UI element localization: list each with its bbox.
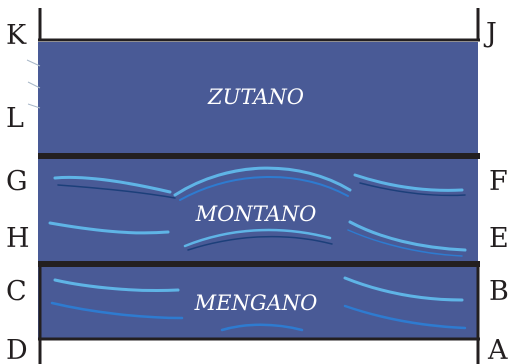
streak xyxy=(347,229,463,257)
corner-label-l: L xyxy=(6,103,24,134)
corner-label-k: K xyxy=(6,20,27,51)
zutano-label: ZUTANO xyxy=(207,85,304,109)
streak xyxy=(187,235,333,251)
montano-band xyxy=(38,156,478,264)
faint-mark xyxy=(27,103,41,109)
streak xyxy=(343,304,467,330)
corner-label-a: A xyxy=(487,335,508,364)
montano-label: MONTANO xyxy=(195,202,317,226)
streak xyxy=(53,278,180,293)
corner-label-f: F xyxy=(489,166,508,197)
streak xyxy=(179,176,349,201)
montano-streaks xyxy=(48,166,467,257)
mengano-streaks xyxy=(50,276,467,332)
corner-label-j: J xyxy=(483,18,497,49)
streak xyxy=(359,182,466,197)
corner-label-c: C xyxy=(6,276,27,307)
streak xyxy=(50,301,184,320)
corner-label-h: H xyxy=(6,223,30,254)
faint-mark xyxy=(27,81,41,89)
boundaries xyxy=(38,8,480,364)
mengano-label: MENGANO xyxy=(194,291,318,315)
corner-label-d: D xyxy=(6,335,28,364)
streak xyxy=(183,228,332,248)
streak xyxy=(343,276,464,302)
corner-label-e: E xyxy=(489,223,509,254)
streak xyxy=(348,220,467,252)
streak xyxy=(53,175,172,194)
streak xyxy=(220,323,304,332)
streak xyxy=(353,173,464,192)
corner-label-g: G xyxy=(6,166,28,197)
zutano-band xyxy=(38,42,478,156)
faint-mark xyxy=(26,59,41,67)
streak xyxy=(173,166,352,197)
streak xyxy=(48,221,170,235)
corner-label-b: B xyxy=(489,276,509,307)
streak xyxy=(57,184,176,199)
